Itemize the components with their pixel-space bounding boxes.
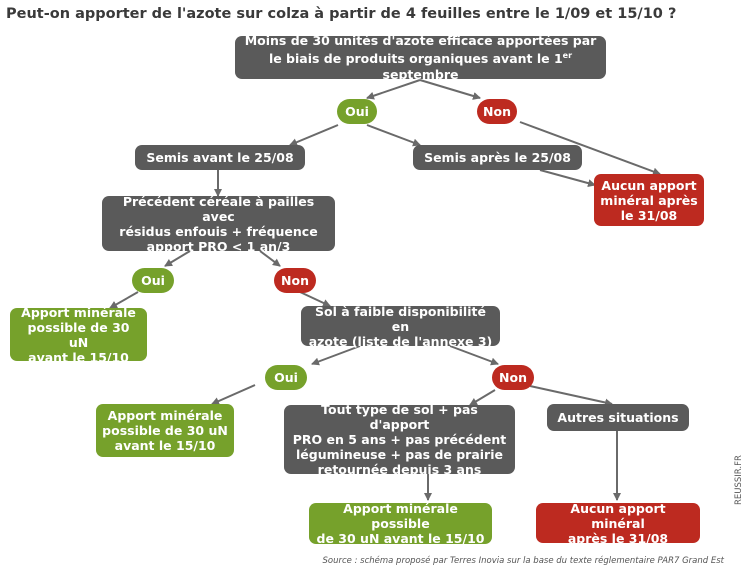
node-aucun-apport-1-line-3: le 31/08	[620, 207, 678, 223]
node-root-line-1: Moins de 30 unités d'azote efficace appo…	[244, 33, 597, 49]
oui2-label: Oui	[132, 268, 174, 293]
arrow-root-non1	[419, 79, 481, 100]
watermark: REUSSIR.FR	[734, 455, 742, 505]
node-root: Moins de 30 unités d'azote efficace appo…	[235, 33, 606, 82]
node-aucun-apport-2: Aucun apport minéral après le 31/08	[536, 500, 700, 546]
node-tout-type-line-2: PRO en 5 ans + pas précédent	[292, 432, 507, 447]
arrow-oui1-semis-avant	[289, 124, 339, 146]
arrow-root-oui1	[366, 79, 421, 100]
node-apport-1-line-1: Apport minérale	[21, 304, 136, 320]
node-precedent-line-3: apport PRO < 1 an/3	[146, 238, 291, 254]
arrow-sol-non3	[449, 345, 499, 366]
node-aucun-apport-2-line-1: Aucun apport minéral	[570, 500, 666, 531]
node-aucun-apport-1-line-1: Aucun apport	[601, 177, 697, 193]
node-aucun-apport-1: Aucun apport minéral après le 31/08	[594, 174, 704, 226]
arrow-non2-sol	[299, 291, 331, 307]
node-precedent-line-1: Précédent céréale à pailles avec	[122, 193, 315, 224]
node-apport-2: Apport minérale possible de 30 uN avant …	[96, 404, 234, 457]
node-apport-1: Apport minérale possible de 30 uN avant …	[10, 304, 147, 365]
arrow-semis-apres-aucun1	[539, 169, 596, 188]
arrow-oui2-apport1	[109, 291, 139, 309]
node-apport-2-line-1: Apport minérale	[107, 408, 223, 423]
non1-label: Non	[477, 99, 517, 124]
node-sol-line-2: azote (liste de l'annexe 3)	[308, 333, 493, 349]
node-apport-1-line-2: possible de 30 uN	[27, 319, 130, 350]
non2-label: Non	[274, 268, 316, 293]
oui1-label: Oui	[337, 99, 377, 124]
non3-label: Non	[492, 365, 534, 390]
node-semis-apres: Semis après le 25/08	[413, 145, 582, 170]
diagram-title: Peut-on apporter de l'azote sur colza à …	[6, 6, 677, 22]
node-sol: Sol à faible disponibilité en azote (lis…	[301, 303, 500, 349]
node-apport-2-line-2: possible de 30 uN	[102, 423, 228, 438]
arrow-sol-oui3	[311, 345, 361, 366]
oui3-label: Oui	[265, 365, 307, 390]
node-tout-type-line-3: légumineuse + pas de prairie	[295, 447, 503, 462]
node-apport-3-line-1: Apport minérale possible	[343, 501, 458, 531]
node-autres-situations: Autres situations	[547, 404, 689, 431]
node-sol-line-1: Sol à faible disponibilité en	[315, 303, 486, 334]
node-precedent: Précédent céréale à pailles avec résidus…	[102, 193, 335, 254]
node-apport-2-line-3: avant le 15/10	[114, 438, 216, 453]
node-apport-3: Apport minérale possible de 30 uN avant …	[309, 501, 492, 546]
arrow-precedent-non2	[259, 250, 281, 267]
arrow-oui3-apport2	[211, 384, 256, 405]
arrow-non3-autres	[529, 385, 613, 407]
node-precedent-line-2: résidus enfouis + fréquence	[119, 223, 318, 239]
arrow-oui1-semis-apres	[366, 124, 421, 147]
node-apport-1-line-3: avant le 15/10	[28, 349, 129, 365]
node-tout-type-line-4: retournée depuis 3 ans	[317, 462, 482, 477]
node-aucun-apport-1-line-2: minéral après	[600, 192, 698, 208]
node-tout-type: Tout type de sol + pas d'apport PRO en 5…	[284, 402, 515, 477]
node-root-line-2: le biais de produits organiques avant le…	[268, 51, 573, 82]
node-apport-3-line-2: de 30 uN avant le 15/10	[316, 531, 485, 546]
arrow-precedent-oui2	[164, 250, 191, 267]
arrow-non1-aucun1	[519, 121, 661, 176]
node-aucun-apport-2-line-2: après le 31/08	[567, 530, 669, 546]
node-semis-avant: Semis avant le 25/08	[135, 145, 305, 170]
arrow-non3-tout-type	[469, 389, 496, 406]
node-tout-type-line-1: Tout type de sol + pas d'apport	[321, 402, 478, 432]
source-note: Source : schéma proposé par Terres Inovi…	[322, 556, 725, 566]
